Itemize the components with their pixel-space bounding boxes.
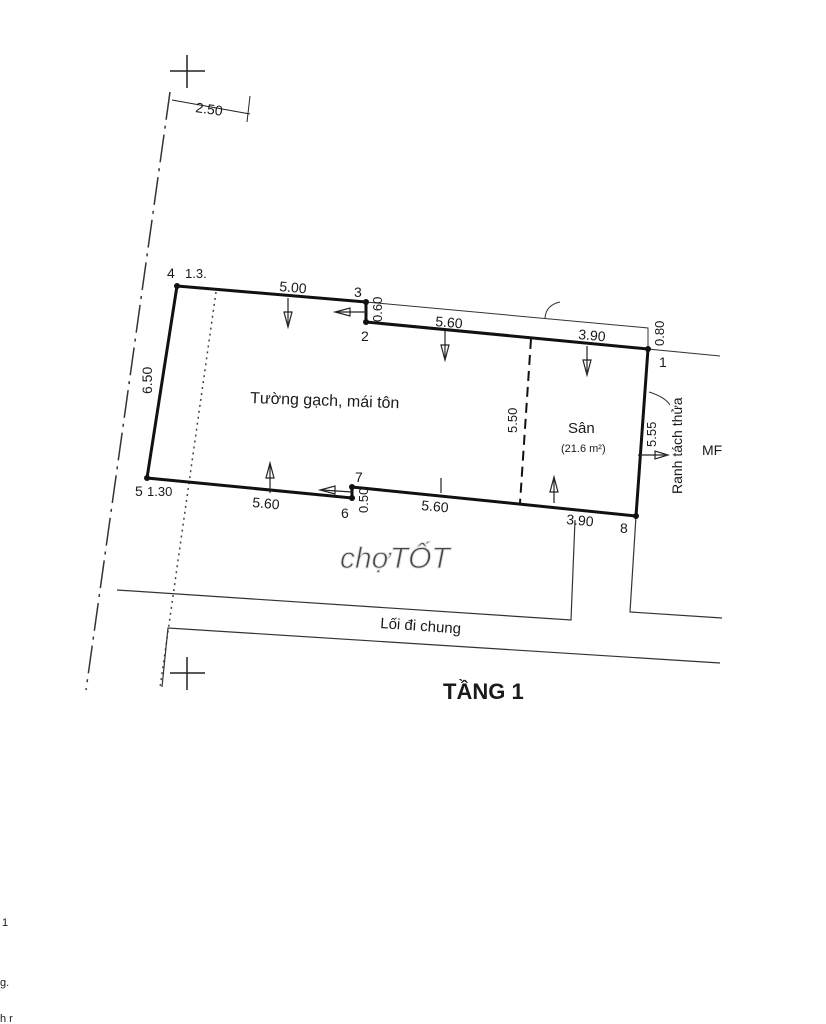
dim-setback-top: 1.3. [185, 266, 207, 281]
plan-title: TẦNG 1 [443, 679, 524, 704]
wall-arrows [265, 298, 671, 503]
yard-label: Sân [568, 420, 595, 437]
angle-arc-right [648, 391, 671, 406]
dim-top-mid: 5.60 [435, 313, 464, 331]
angle-arc-top [544, 301, 561, 319]
yard-area: (21.6 m²) [561, 443, 606, 455]
upper-thin-boundary [365, 301, 721, 357]
offset-dimension-line [171, 95, 251, 123]
offset-dimension: 2.50 [195, 99, 224, 119]
point-label-2: 2 [361, 328, 369, 344]
margin-fragment: g. [0, 977, 9, 989]
point-label-5: 5 [135, 483, 143, 499]
edge-label-right: MF [702, 442, 722, 458]
building-label: Tường gạch, mái tôn [250, 390, 400, 412]
point-label-1: 1 [659, 354, 667, 370]
dash-dot-reference-line [85, 91, 171, 691]
point-label-6: 6 [341, 505, 349, 521]
watermark: chợTỐT [340, 541, 452, 575]
dim-step-7-6: 0.50 [356, 488, 371, 513]
lot-line-right [629, 515, 723, 619]
corner-points [144, 283, 651, 519]
margin-fragment: h r [0, 1013, 13, 1024]
dim-bottom-mid: 5.60 [421, 497, 450, 515]
dim-left-side: 6.50 [139, 367, 155, 394]
common-path-label: Lối đi chung [380, 615, 462, 638]
margin-fragment: 1 [2, 917, 8, 929]
lot-line-common-path-bottom [161, 627, 721, 688]
cross-marker-top [170, 55, 205, 88]
dim-divider: 5.50 [505, 408, 520, 433]
yard-divider [519, 338, 532, 504]
dim-top-right: 3.90 [578, 326, 607, 344]
dim-bottom-left: 5.60 [252, 494, 281, 512]
dotted-setback-line [159, 291, 217, 689]
point-label-7: 7 [355, 469, 363, 485]
boundary-label: Ranh tách thửa [669, 397, 685, 494]
cross-marker-bottom [170, 657, 205, 690]
lot-line-common-path-top [116, 519, 576, 621]
point-label-8: 8 [620, 520, 628, 536]
dim-bottom-right: 3.90 [566, 511, 595, 529]
dim-top-left: 5.00 [279, 278, 308, 296]
dim-setback-bottom: 1.30 [147, 484, 172, 499]
dim-step-3-2: 0.60 [370, 297, 385, 322]
point-label-3: 3 [354, 284, 362, 300]
point-label-4: 4 [167, 265, 175, 281]
dim-right-top: 0.80 [652, 321, 667, 346]
dim-right-side: 5.55 [644, 422, 659, 447]
